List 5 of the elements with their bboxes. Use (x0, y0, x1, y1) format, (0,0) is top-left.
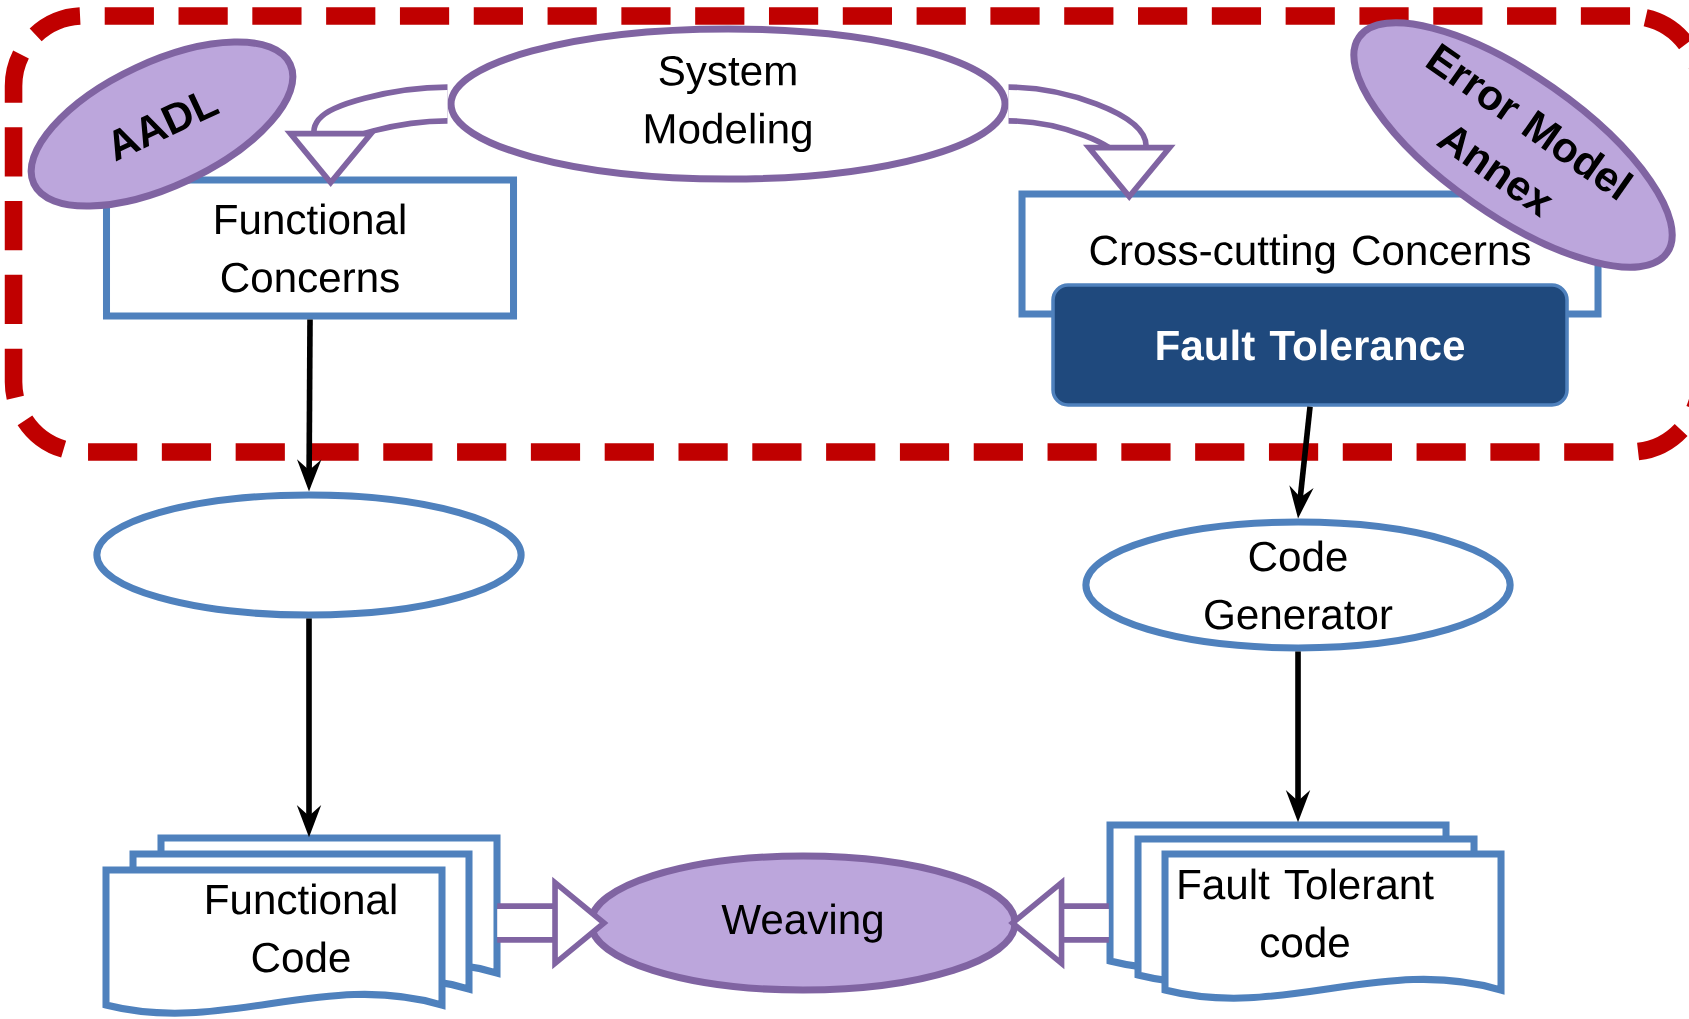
tool-ellipse (93, 491, 525, 619)
dashed-region (4, 7, 1689, 461)
fault-tolerance-box: Fault Tolerance (1051, 283, 1569, 407)
document-stack: Fault Tolerant code (1106, 821, 1505, 1002)
document-stack: Functional Code (102, 834, 501, 1017)
